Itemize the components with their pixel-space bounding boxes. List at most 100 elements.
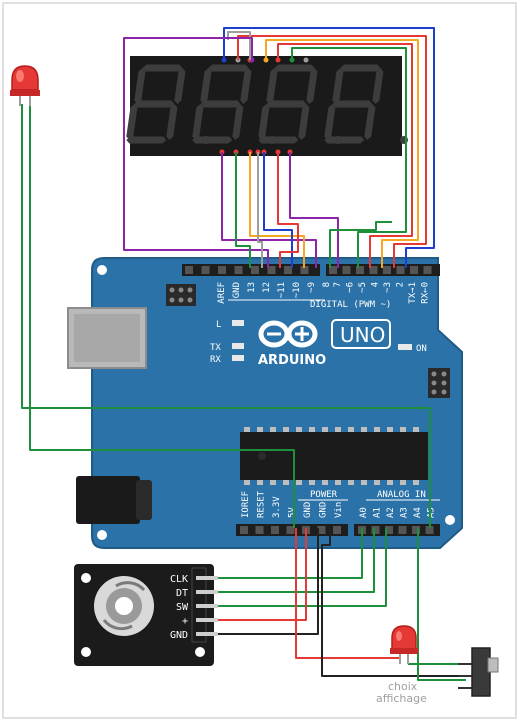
digit-3 (258, 64, 318, 144)
wire-encoder-sw (218, 528, 387, 607)
pin-hole[interactable] (267, 266, 276, 274)
digital-pin-label: AREF (217, 282, 227, 304)
chip-pin (283, 427, 289, 432)
wire-gray-top (227, 31, 251, 60)
chip-pin (387, 427, 393, 432)
wire-encoder-clk (218, 528, 363, 579)
wire-red-bottom (277, 152, 299, 268)
pin-hole[interactable] (356, 266, 364, 274)
wire-encoder-gnd (218, 528, 319, 635)
power-pin-label: GND (319, 502, 329, 518)
chip-pin (257, 427, 263, 432)
encoder-pin[interactable] (196, 576, 218, 580)
arduino-logo-text: ARDUINO (258, 353, 326, 368)
analog-pin-label: A4 (413, 507, 423, 518)
segment-c (298, 104, 310, 140)
chip-pins (244, 427, 419, 485)
wire-led-left-2 (29, 104, 295, 528)
pin-hole[interactable] (329, 266, 337, 274)
analog-pin-label: A0 (359, 507, 369, 518)
pin-hole[interactable] (255, 526, 264, 534)
chip-pin (270, 427, 276, 432)
segment-c (364, 104, 376, 140)
chip-pin (335, 427, 341, 432)
segment-b (306, 68, 318, 104)
pin-hole[interactable] (398, 526, 407, 534)
digital-pin-label: 7 (333, 282, 343, 287)
icsp-header-top (166, 284, 196, 306)
arduino-logo-icon (258, 320, 318, 348)
atmega-chip (240, 432, 428, 480)
encoder-pin[interactable] (196, 590, 218, 594)
display-pin[interactable] (303, 57, 309, 63)
segment-b (372, 68, 384, 104)
pin-hole[interactable] (342, 266, 351, 274)
encoder-pin[interactable] (196, 618, 218, 622)
digit-2 (192, 64, 252, 144)
segment-a (340, 64, 381, 72)
digital-pin-label: GND (232, 282, 242, 298)
pin-hole[interactable] (286, 526, 295, 534)
pin-hole[interactable] (396, 266, 405, 274)
power-pin-label: 3.3V (272, 496, 282, 518)
pin-hole[interactable] (383, 266, 391, 274)
wire-purple-left (123, 37, 269, 268)
tx-led-label: TX (210, 343, 221, 353)
chip-pin (413, 427, 419, 432)
l-led-label: L (216, 320, 221, 330)
pin-hole[interactable] (385, 526, 393, 534)
on-label: ON (416, 344, 427, 354)
wire-green-top (291, 47, 407, 268)
digit-1 (126, 64, 186, 144)
led-bottom[interactable] (390, 625, 418, 664)
chip-pin (387, 480, 393, 485)
segment-a (274, 64, 315, 72)
pin-hole[interactable] (240, 526, 248, 534)
pin-hole[interactable] (333, 526, 341, 534)
power-pin-label: Vin (334, 502, 344, 518)
led-left[interactable] (10, 65, 40, 106)
pin-hole[interactable] (300, 266, 309, 274)
chip-pin (322, 427, 328, 432)
switch-knob[interactable] (487, 657, 499, 673)
pin-hole[interactable] (425, 526, 434, 534)
chip-pin (335, 480, 341, 485)
pin-hole[interactable] (251, 266, 259, 274)
pin-hole[interactable] (369, 266, 378, 274)
chip-pin (309, 480, 315, 485)
pin-hole[interactable] (234, 266, 243, 274)
encoder-pin[interactable] (196, 604, 218, 608)
pin-hole[interactable] (410, 266, 418, 274)
segment-a (142, 64, 183, 72)
pin-hole[interactable] (201, 266, 210, 274)
digital-pin-label: ~5 (358, 282, 368, 293)
chip-notch (258, 452, 266, 460)
usb-inner (74, 314, 140, 362)
encoder-pin-label: SW (176, 602, 189, 613)
pin-hole[interactable] (218, 266, 226, 274)
segment-g (332, 100, 373, 108)
digital-pin-label: 13 (247, 282, 257, 293)
chip-pin (283, 480, 289, 485)
segment-g (266, 100, 307, 108)
pin-hole[interactable] (423, 266, 432, 274)
pin-hole[interactable] (185, 266, 193, 274)
wire-green-board (329, 221, 392, 268)
wire-encoder-vcc (218, 528, 307, 621)
pin-hole[interactable] (371, 526, 380, 534)
segment-e (126, 104, 138, 140)
seven-segment-display[interactable] (125, 56, 408, 156)
pin-hole[interactable] (271, 526, 279, 534)
pin-hole[interactable] (317, 526, 326, 534)
encoder-arrow-icon (115, 581, 146, 592)
wire-red-top-2 (277, 43, 413, 268)
pin-hole[interactable] (284, 266, 292, 274)
pin-hole[interactable] (412, 526, 420, 534)
encoder-pin[interactable] (196, 632, 218, 636)
slide-switch[interactable] (458, 647, 499, 697)
l-led (232, 320, 244, 326)
